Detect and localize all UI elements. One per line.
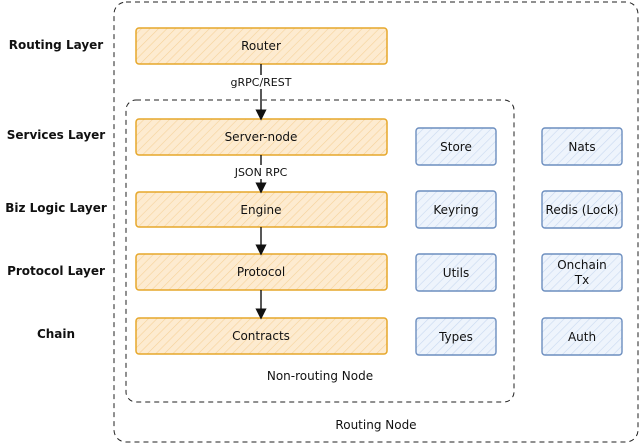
types-box: Types [415, 317, 497, 356]
server-node-box: Server-node [135, 118, 388, 156]
auth-label: Auth [568, 330, 596, 344]
layer-label-biz-logic: Biz Logic Layer [5, 201, 107, 215]
router-box: Router [135, 27, 388, 65]
routing-node-label: Routing Node [335, 418, 416, 432]
utils-label: Utils [443, 266, 469, 280]
layer-label-services: Services Layer [6, 128, 106, 142]
auth-box: Auth [541, 317, 623, 356]
protocol-label: Protocol [237, 265, 285, 279]
contracts-box: Contracts [135, 317, 388, 355]
onchain-tx-label: Tx [574, 273, 589, 287]
redis-lock-box: Redis (Lock) [541, 190, 623, 229]
engine-label: Engine [240, 203, 281, 217]
nats-label: Nats [568, 140, 595, 154]
protocol-box: Protocol [135, 253, 388, 291]
onchain-tx-box: Onchain Tx [541, 253, 623, 292]
engine-box: Engine [135, 191, 388, 228]
utils-box: Utils [415, 253, 497, 292]
layer-label-chain: Chain [36, 327, 76, 341]
layer-label-routing: Routing Layer [8, 38, 104, 52]
store-label: Store [440, 140, 472, 154]
edge-label-json-rpc: JSON RPC [234, 166, 288, 179]
keyring-box: Keyring [415, 190, 497, 229]
non-routing-node-container [125, 99, 515, 403]
redis-lock-label: Redis (Lock) [546, 203, 619, 217]
non-routing-node-label: Non-routing Node [267, 369, 373, 383]
router-label: Router [241, 39, 281, 53]
server-node-label: Server-node [225, 130, 298, 144]
store-box: Store [415, 127, 497, 166]
edge-label-grpc-rest: gRPC/REST [231, 76, 292, 89]
onchain-label: Onchain [557, 258, 607, 272]
contracts-label: Contracts [232, 329, 290, 343]
layer-label-protocol: Protocol Layer [7, 264, 105, 278]
types-label: Types [438, 330, 473, 344]
keyring-label: Keyring [433, 203, 478, 217]
nats-box: Nats [541, 127, 623, 166]
